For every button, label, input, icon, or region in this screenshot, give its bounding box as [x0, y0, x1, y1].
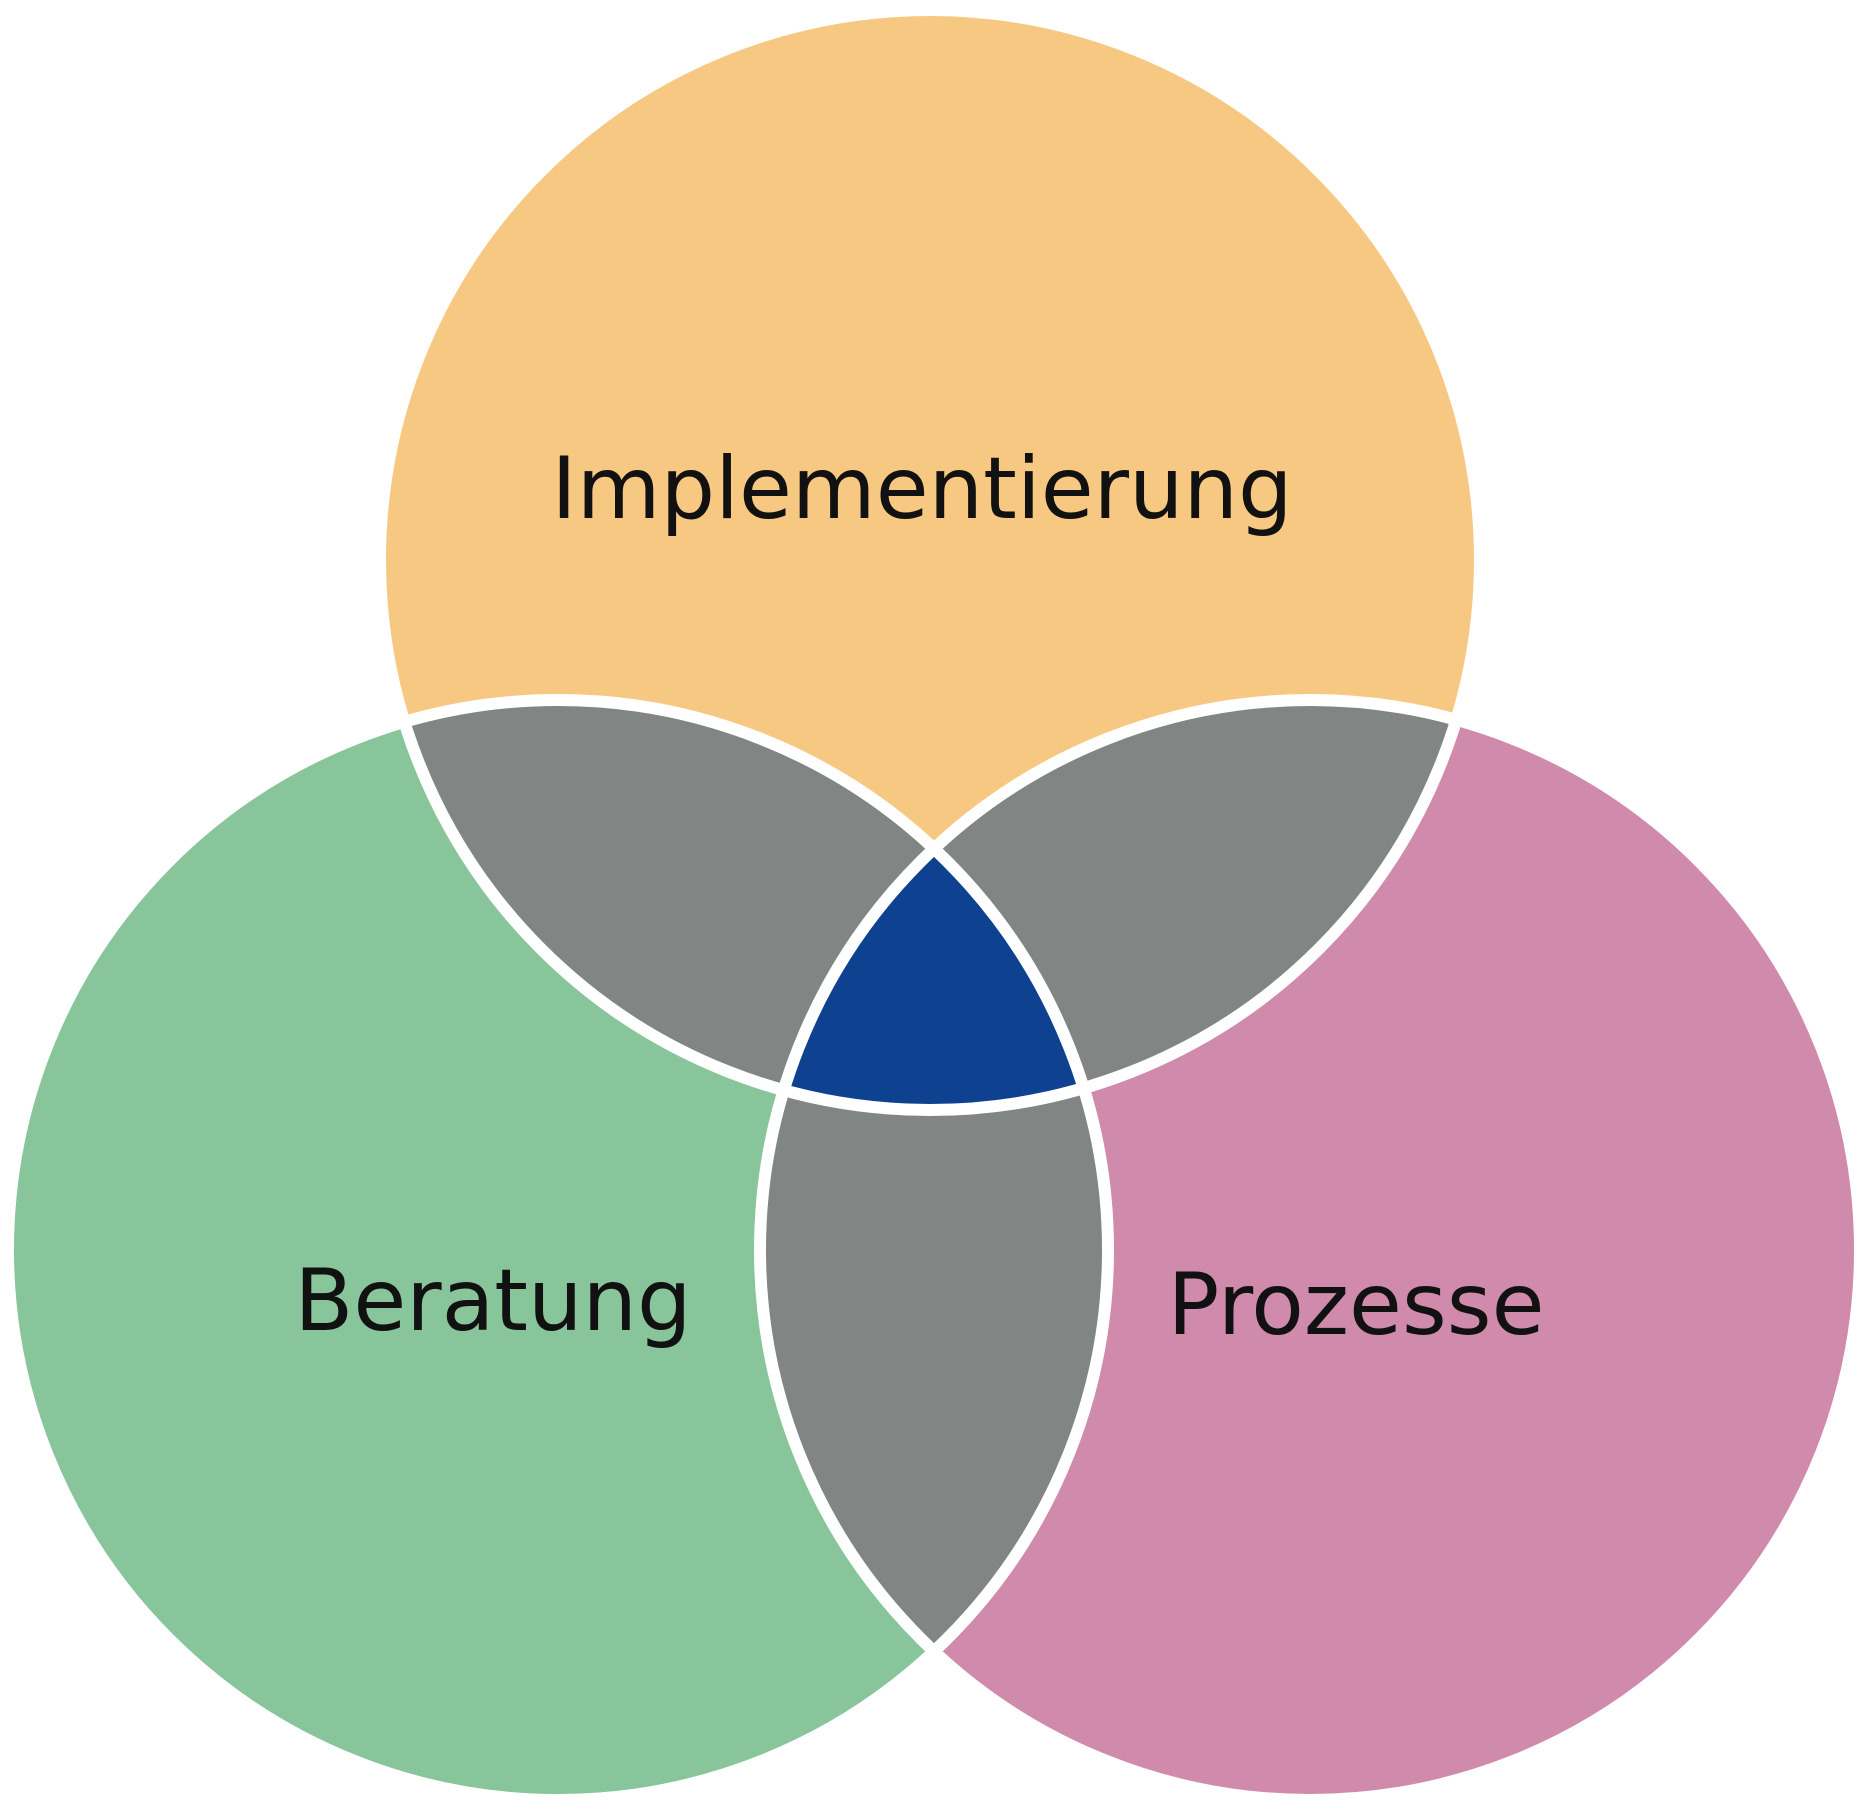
- label-beratung: Beratung: [294, 1251, 691, 1351]
- label-implementierung: Implementierung: [551, 439, 1292, 539]
- outline-beratung: [2, 694, 1114, 1806]
- label-prozesse: Prozesse: [1167, 1255, 1544, 1355]
- outline-prozesse: [754, 694, 1866, 1806]
- outline-implementierung: [374, 4, 1486, 1116]
